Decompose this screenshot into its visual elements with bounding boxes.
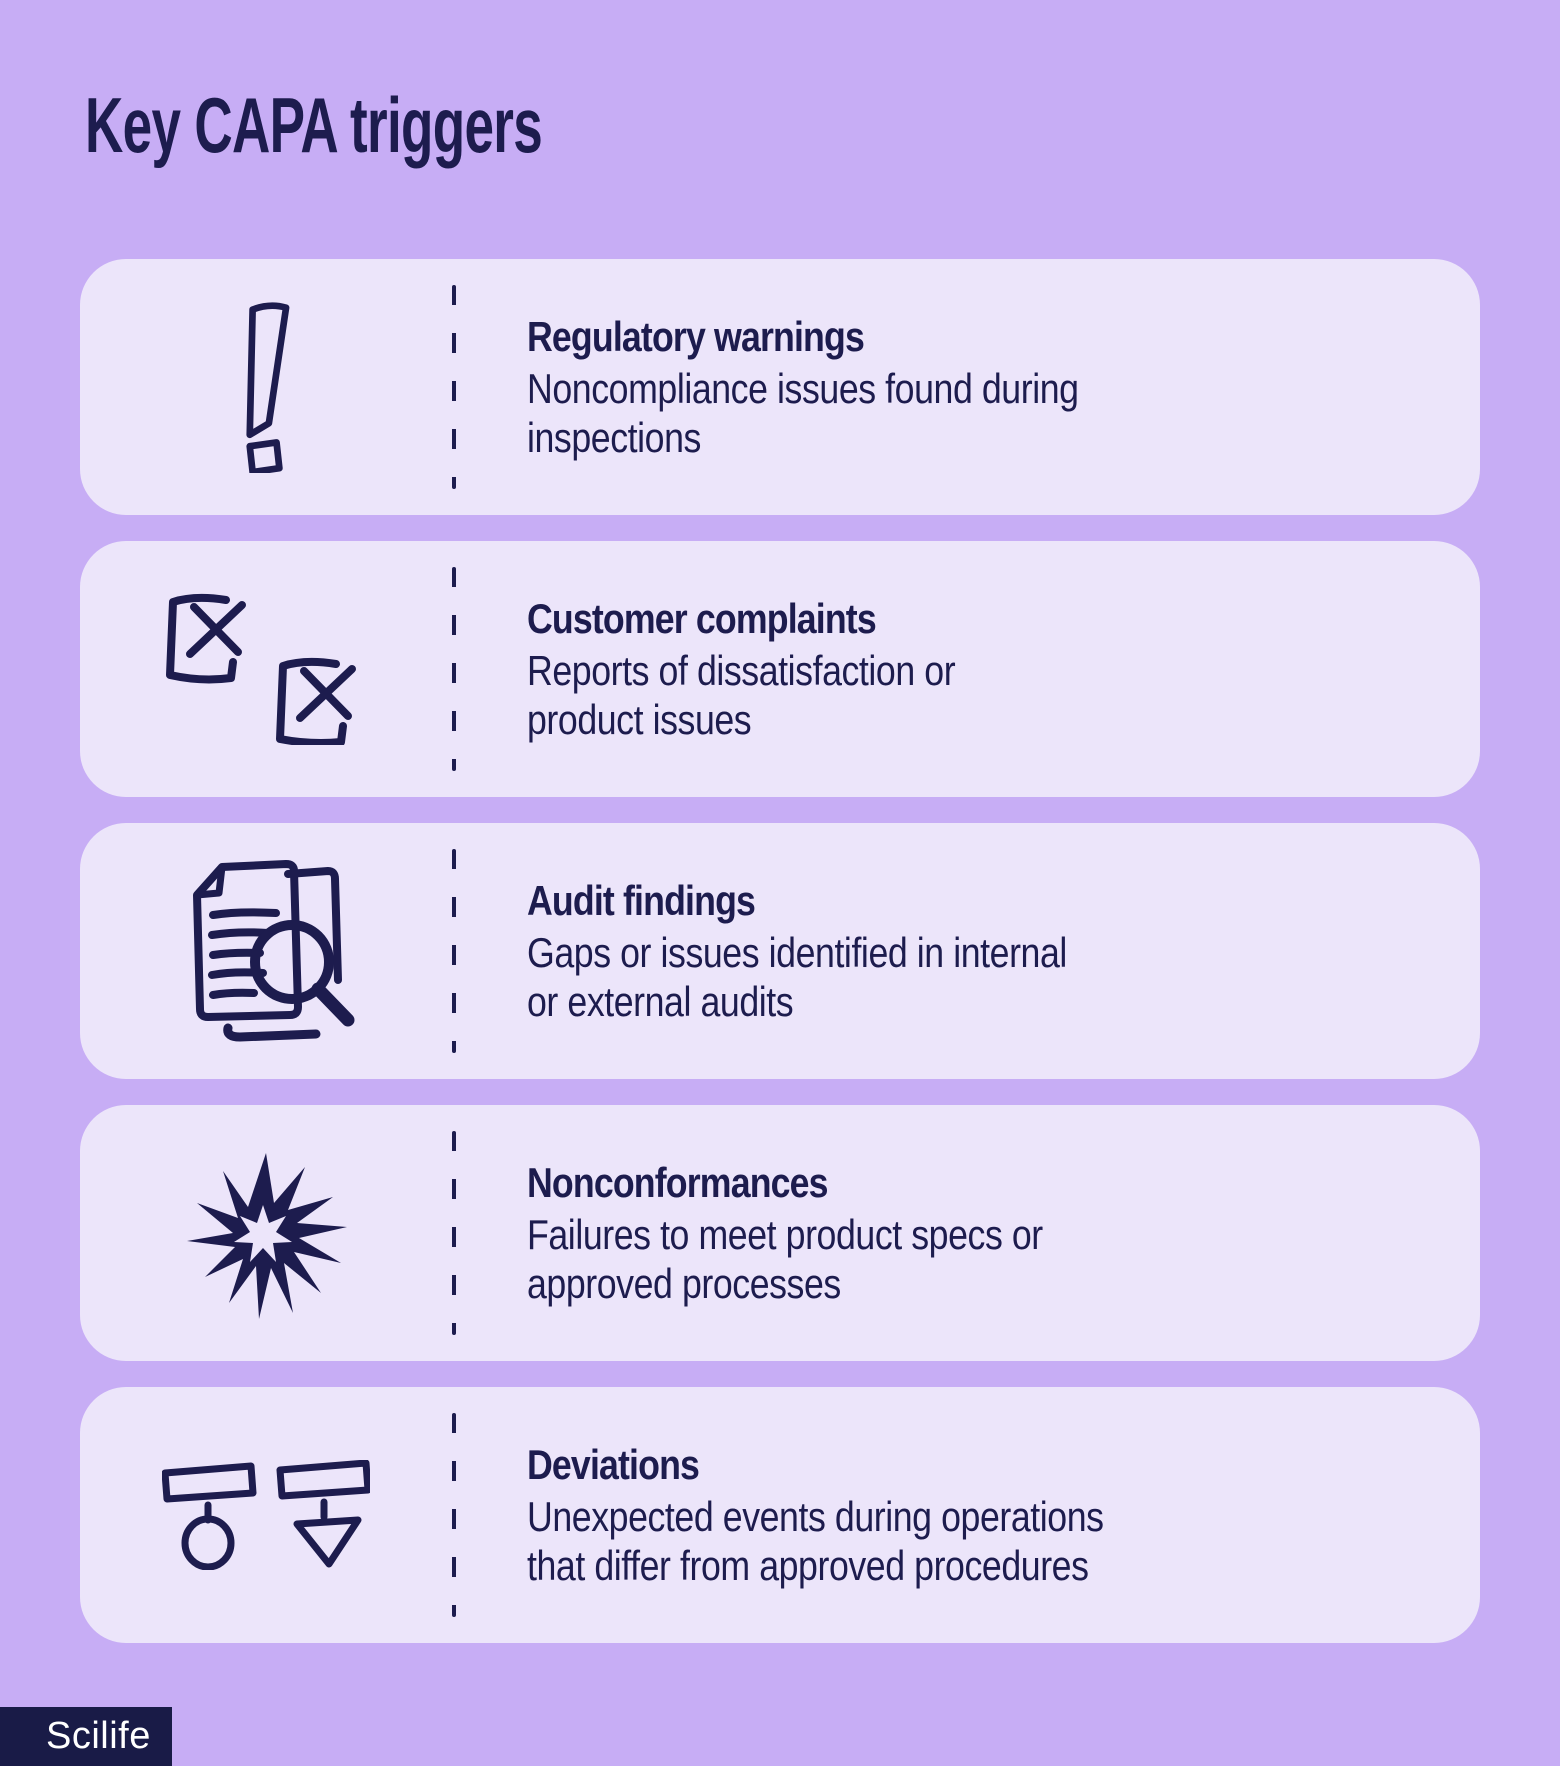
exclamation-icon: [246, 302, 290, 473]
card-description: Unexpected events during operations that…: [527, 1493, 1104, 1589]
dashed-divider: [452, 567, 456, 771]
dashed-divider: [452, 849, 456, 1053]
card-title: Customer complaints: [527, 595, 877, 642]
card-deviations: Deviations Unexpected events during oper…: [80, 1387, 1480, 1643]
card-icon-area: [80, 541, 452, 797]
document-magnifier-icon: [193, 860, 355, 1042]
scilife-logo-text: Scilife: [46, 1715, 151, 1757]
scilife-logo: Scilife: [0, 1707, 172, 1766]
card-text-area: Deviations Unexpected events during oper…: [456, 1387, 1480, 1643]
card-nonconformances: Nonconformances Failures to meet product…: [80, 1105, 1480, 1361]
card-description: Noncompliance issues found during inspec…: [527, 365, 1079, 461]
card-icon-area: [80, 823, 452, 1079]
card-text-area: Customer complaints Reports of dissatisf…: [456, 541, 1480, 797]
card-text-area: Audit findings Gaps or issues identified…: [456, 823, 1480, 1079]
burst-icon: [187, 1153, 347, 1319]
card-title: Nonconformances: [527, 1159, 829, 1206]
rejected-boxes-icon: [166, 593, 356, 745]
card-regulatory-warnings: Regulatory warnings Noncompliance issues…: [80, 259, 1480, 515]
card-icon-area: [80, 1105, 452, 1361]
capa-trigger-list: Regulatory warnings Noncompliance issues…: [80, 259, 1480, 1669]
dashed-divider: [452, 285, 456, 489]
page-title: Key CAPA triggers: [85, 81, 543, 169]
card-text-area: Nonconformances Failures to meet product…: [456, 1105, 1480, 1361]
card-description: Failures to meet product specs or approv…: [527, 1211, 1043, 1307]
card-title: Regulatory warnings: [527, 313, 865, 360]
dashed-divider: [452, 1413, 456, 1617]
deviation-pins-icon: [162, 1460, 370, 1570]
card-description: Gaps or issues identified in internal or…: [527, 929, 1067, 1025]
card-icon-area: [80, 1387, 452, 1643]
card-title: Audit findings: [527, 877, 756, 924]
card-text-area: Regulatory warnings Noncompliance issues…: [456, 259, 1480, 515]
card-title: Deviations: [527, 1441, 700, 1488]
card-audit-findings: Audit findings Gaps or issues identified…: [80, 823, 1480, 1079]
card-customer-complaints: Customer complaints Reports of dissatisf…: [80, 541, 1480, 797]
dashed-divider: [452, 1131, 456, 1335]
card-description: Reports of dissatisfaction or product is…: [527, 647, 956, 743]
card-icon-area: [80, 259, 452, 515]
